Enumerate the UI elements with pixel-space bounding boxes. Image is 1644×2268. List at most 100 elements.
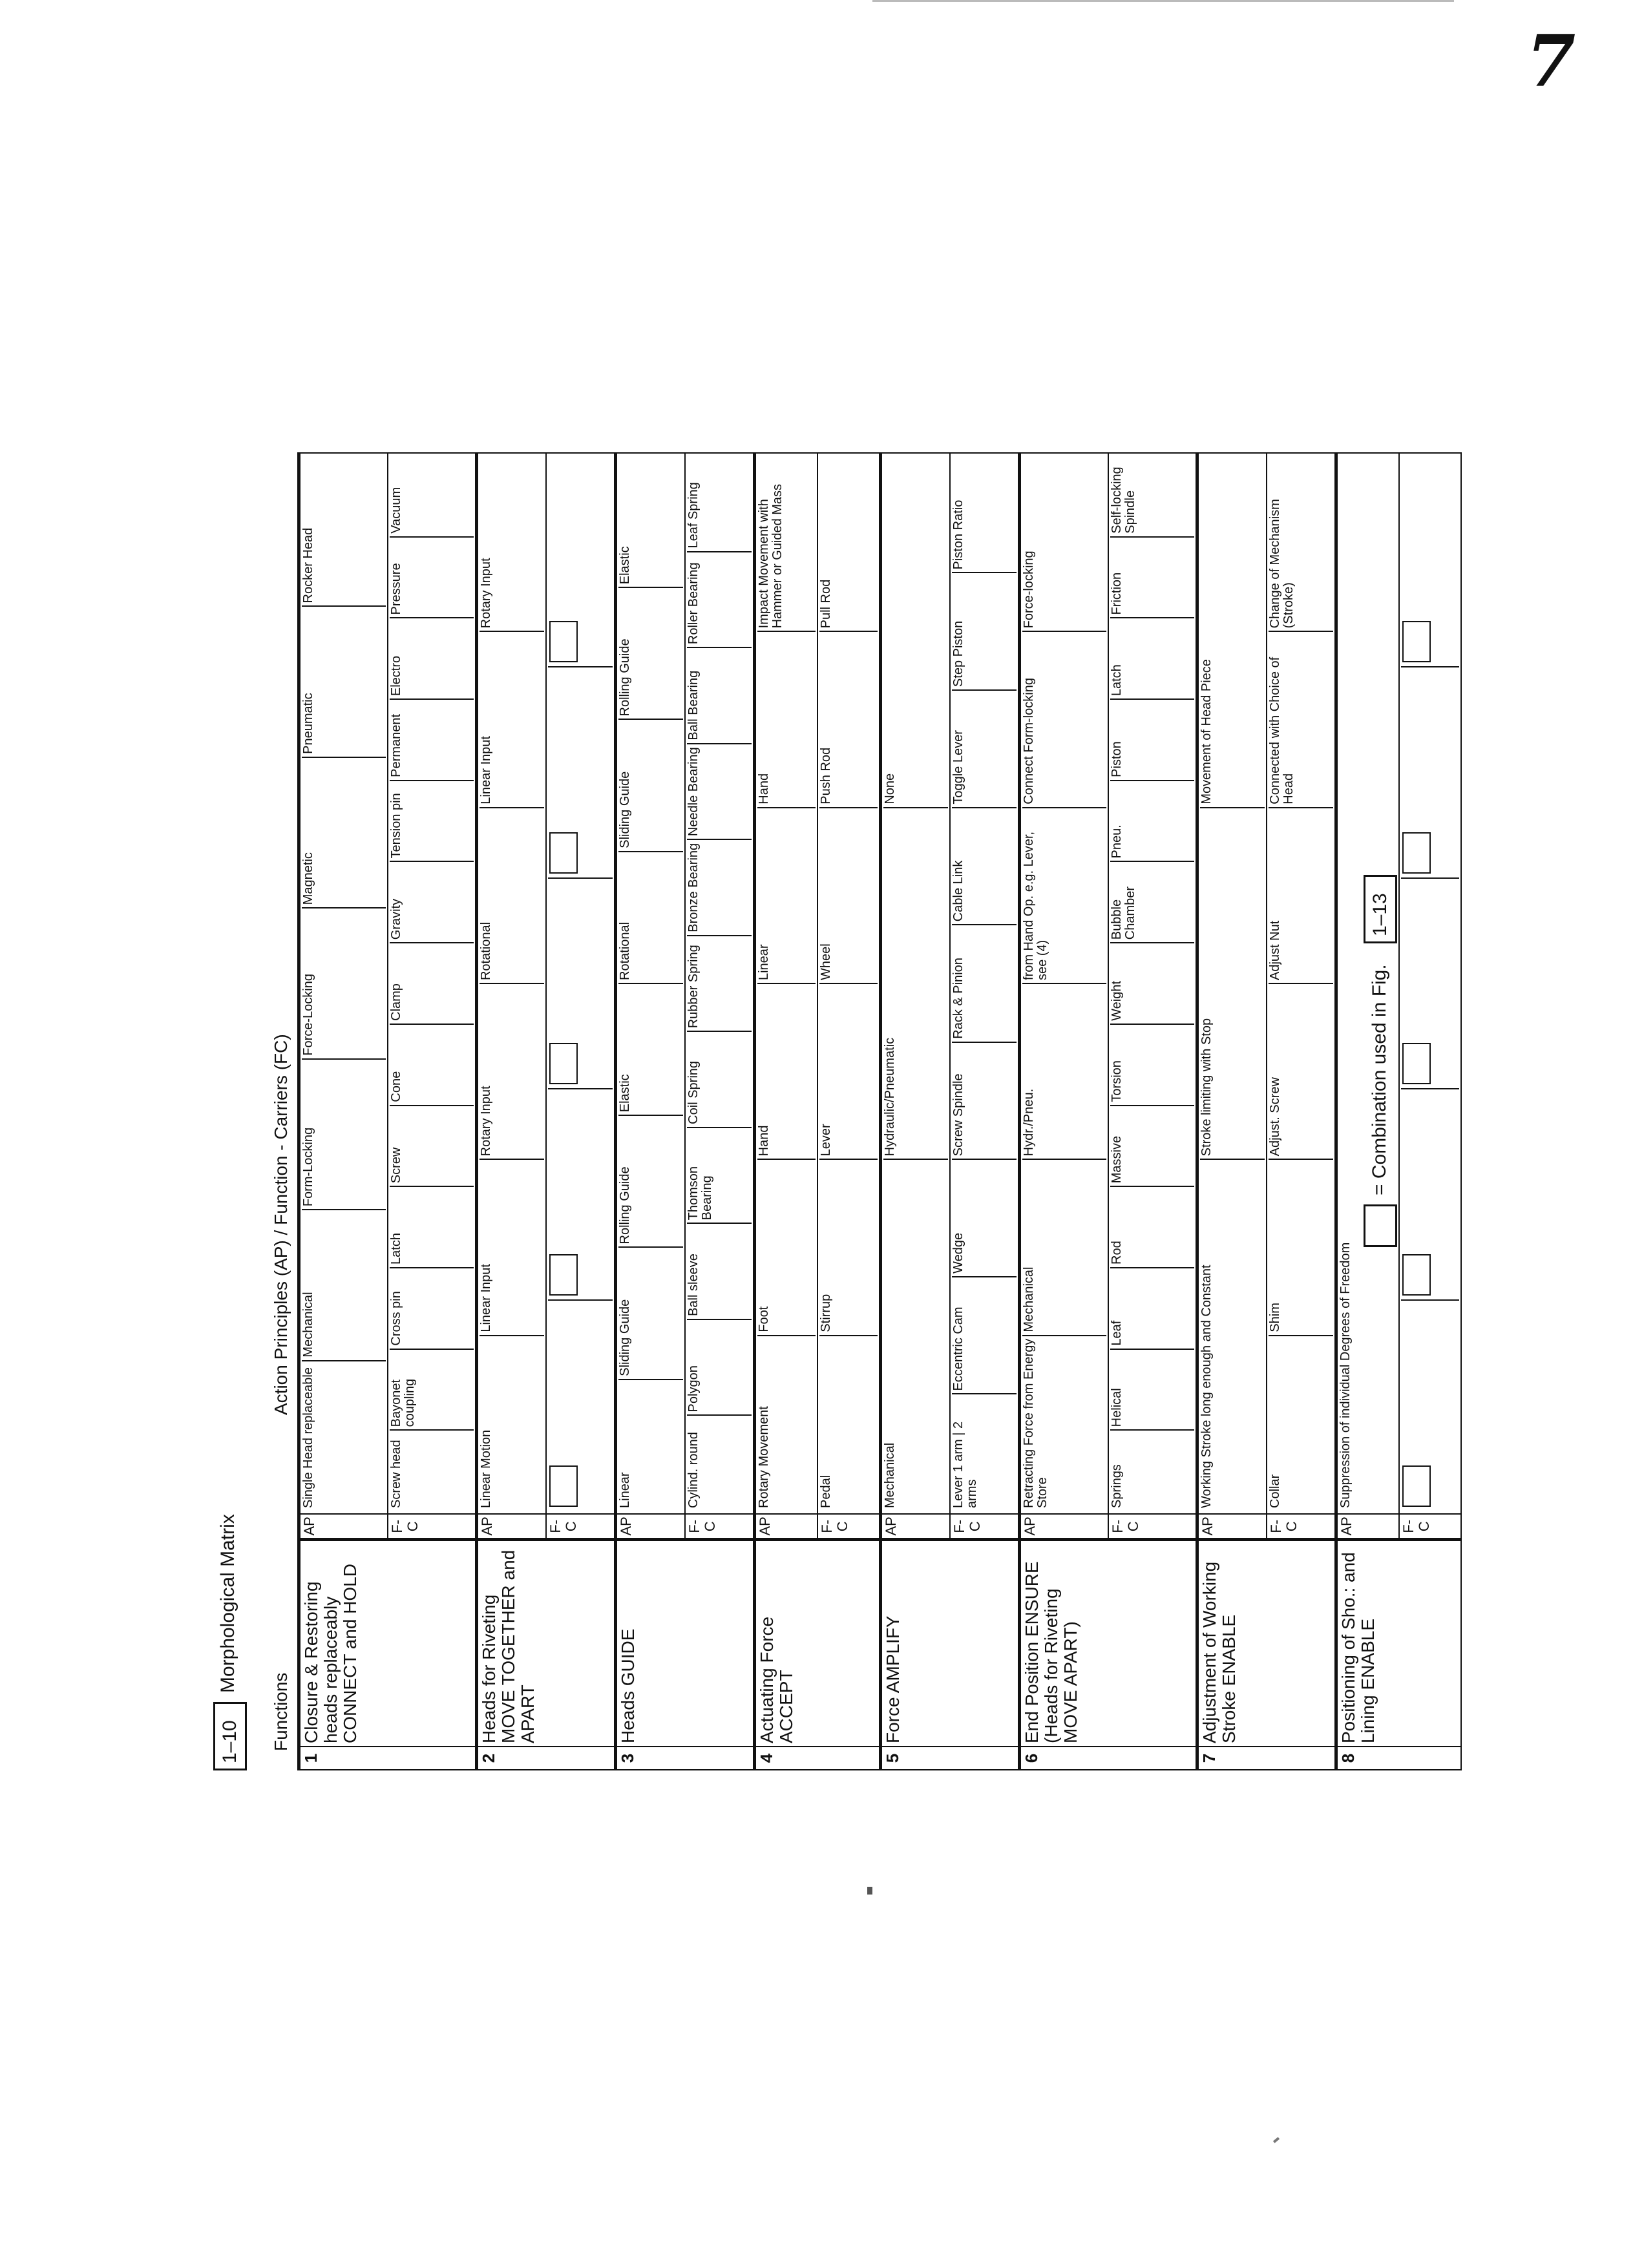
function-carrier: Cone <box>389 1023 474 1105</box>
row-number: 3 <box>615 1747 755 1770</box>
action-principle: Linear <box>618 1378 683 1511</box>
action-principle: Retracting Force from Energy Store <box>1022 1334 1106 1511</box>
action-principle: Hydr./Pneu. <box>1022 983 1106 1159</box>
function-carrier: Cable Link <box>951 806 1017 925</box>
action-principle: Hydraulic/Pneumatic <box>883 806 948 1159</box>
sketch-cell <box>1401 1299 1459 1511</box>
function-carrier: Push Rod <box>819 631 878 807</box>
function-carrier: Wheel <box>819 806 878 983</box>
mechanism-sketch-icon <box>549 620 578 662</box>
action-principle: Sliding Guide <box>618 1246 683 1379</box>
function-carrier: Shim <box>1268 1159 1333 1335</box>
function-name: End Position ENSURE (Heads for Riveting … <box>1019 1540 1197 1747</box>
action-principle: None <box>883 773 897 804</box>
action-principle: Elastic <box>618 983 683 1115</box>
function-carrier: Cylind. round <box>686 1414 752 1511</box>
fc-label: F-C <box>388 1514 477 1540</box>
header-functions: Functions <box>271 1672 291 1751</box>
function-carrier: Leaf Spring <box>686 482 701 549</box>
function-carrier: Rubber Spring <box>686 934 752 1031</box>
function-name: Force AMPLIFY <box>880 1540 1020 1747</box>
row-number: 2 <box>476 1747 616 1770</box>
sketch-cell <box>548 456 613 666</box>
function-carrier: Screw <box>389 1104 474 1186</box>
function-carrier: Latch <box>1110 617 1194 699</box>
figure-label: 1–10 <box>219 1720 240 1763</box>
mechanism-sketch-icon <box>1402 1465 1431 1507</box>
action-principle: Form-Locking <box>301 1058 386 1210</box>
function-carrier: Bronze Bearing <box>686 839 752 935</box>
function-carrier: Rack & Pinion <box>951 924 1017 1042</box>
row-number: 1 <box>299 1747 477 1770</box>
ap-label: AP <box>754 1514 817 1540</box>
sketch-cell <box>1401 666 1459 877</box>
ap-label: AP <box>880 1514 950 1540</box>
sketch-cell <box>548 1299 613 1511</box>
mechanism-sketch-icon <box>549 832 578 874</box>
row-number: 8 <box>1336 1747 1461 1770</box>
action-principle: Movement of Head Piece <box>1199 659 1214 804</box>
action-principle: Force-Locking <box>301 907 386 1058</box>
function-name: Adjustment of Working Stroke ENABLE <box>1197 1540 1336 1747</box>
action-principle: Hand <box>757 983 816 1159</box>
mechanism-sketch-icon <box>1402 1254 1431 1296</box>
function-carrier: Collar <box>1268 1334 1333 1511</box>
page-number: 7 <box>1526 19 1576 103</box>
fc-label: F-C <box>1108 1514 1197 1540</box>
function-carrier: Friction <box>1110 536 1194 618</box>
fc-label: F-C <box>546 1514 616 1540</box>
function-carrier: Step Piston <box>951 572 1017 690</box>
legend-swatch <box>1364 1204 1397 1247</box>
action-principle: Mechanical <box>883 1159 948 1511</box>
function-carrier: Springs <box>1110 1429 1194 1511</box>
action-principle: Sliding Guide <box>618 719 683 851</box>
fc-label: F-C <box>1267 1514 1336 1540</box>
function-carrier: Roller Bearing <box>686 551 752 647</box>
function-name: Heads for Riveting MOVE TOGETHER and APA… <box>476 1540 616 1747</box>
action-principle: Impact Movement with Hammer or Guided Ma… <box>757 483 785 629</box>
action-principle: Single Head replaceable <box>301 1360 386 1511</box>
function-carrier: Massive <box>1110 1104 1194 1186</box>
action-principle: Rotational <box>618 850 683 983</box>
action-principle: Stroke limiting with Stop <box>1199 806 1265 1159</box>
scan-edge-mark <box>872 0 1454 2</box>
sketch-cell <box>1401 877 1459 1089</box>
row-number: 6 <box>1019 1747 1197 1770</box>
function-carrier: Gravity <box>389 861 474 943</box>
figure-title: Morphological Matrix <box>217 1514 238 1693</box>
fc-label: F-C <box>1399 1514 1461 1540</box>
scan-speck <box>867 1887 872 1895</box>
ap-label: AP <box>476 1514 546 1540</box>
action-principle: Linear Input <box>479 1159 544 1335</box>
function-carrier: Vacuum <box>389 487 403 534</box>
function-carrier: Ball sleeve <box>686 1223 752 1319</box>
function-name: Actuating Force ACCEPT <box>754 1540 881 1747</box>
action-principle: Rocker Head <box>301 527 315 604</box>
action-principle: Foot <box>757 1159 816 1335</box>
action-principle: Mechanical <box>1022 1159 1106 1335</box>
action-principle: from Hand Op. e.g. Lever, see (4) <box>1022 806 1106 983</box>
function-carrier: Screw Spindle <box>951 1041 1017 1159</box>
function-carrier: Rod <box>1110 1186 1194 1267</box>
function-carrier: Eccentric Cam <box>951 1276 1017 1394</box>
function-carrier: Thomson Bearing <box>686 1126 752 1223</box>
legend-text: = Combination used in Fig. <box>1369 964 1390 1195</box>
ap-label: AP <box>1197 1514 1267 1540</box>
function-carrier: Electro <box>389 617 474 699</box>
ap-label: AP <box>1336 1514 1399 1540</box>
function-carrier: Bubble Chamber <box>1110 861 1194 943</box>
